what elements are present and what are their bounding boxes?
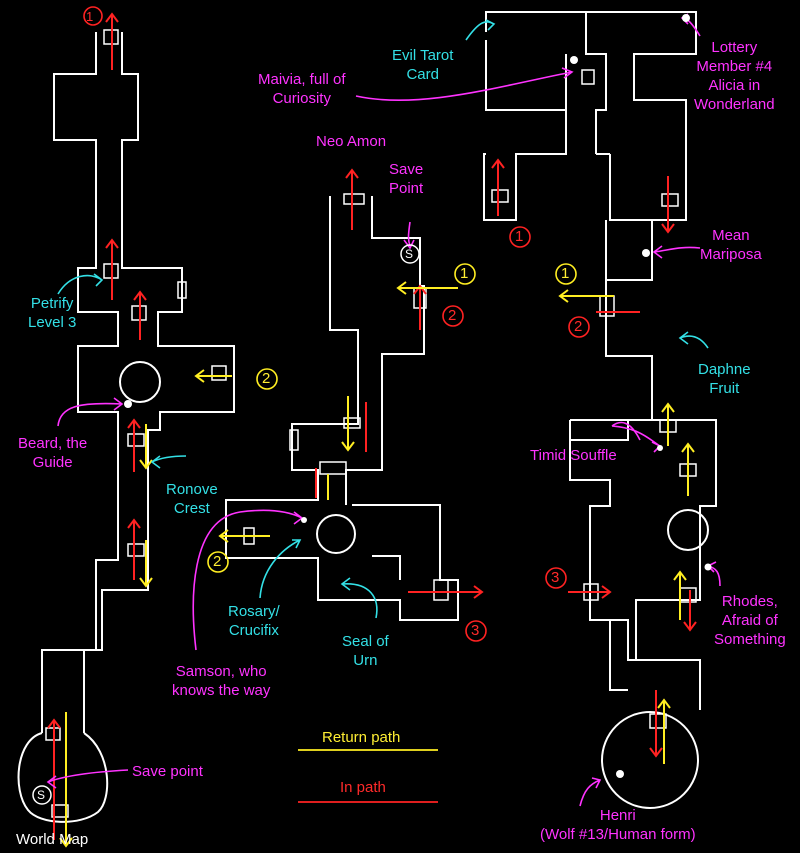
npc-markers [124,14,712,778]
right-corridor-walls [483,11,717,710]
return-path-arrows [59,281,695,848]
label-timid-souffle: Timid Souffle [530,447,617,464]
save-point-icon-bottom [32,785,52,805]
label-mean-mariposa: Mean Mariposa [700,227,762,263]
marker-3-right-in: 3 [551,569,560,586]
label-ronove-crest: Ronove Crest [166,481,218,517]
right-bottom-room [601,711,699,809]
numbered-markers [83,6,590,642]
right-round-pillar [667,509,709,551]
label-world-map: World Map [16,831,89,848]
save-marker-bottom: S [37,788,46,802]
marker-1-right-return: 1 [561,265,570,282]
middle-corridor-walls [225,196,459,621]
in-path-arrows [47,12,697,840]
save-marker-top: S [405,247,414,261]
marker-2-mid-return: 2 [213,553,222,570]
label-henri: Henri (Wolf #13/Human form) [540,807,696,843]
marker-2-right-in: 2 [574,318,583,335]
marker-2-mid-in: 2 [448,307,457,324]
marker-3-mid-in: 3 [471,622,480,639]
label-beard-guide: Beard, the Guide [18,435,88,471]
legend-return-path: Return path [322,729,401,746]
label-neo-amon: Neo Amon [316,133,387,150]
label-samson: Samson, who knows the way [172,663,271,699]
left-round-pillar [119,361,161,403]
marker-1-right-in: 1 [515,228,524,245]
marker-1-mid-return: 1 [460,265,469,282]
label-daphne-fruit: Daphne Fruit [698,361,751,397]
label-save-point-top: Save Point [389,161,424,197]
label-save-point-bottom: Save point [132,763,203,780]
label-maivia: Maivia, full of Curiosity [258,71,346,107]
label-rosary-crucifix: Rosary/ Crucifix [228,603,280,639]
save-point-icon-top [400,244,420,264]
label-seal-of-urn: Seal of Urn [342,633,389,669]
left-corridor-walls [41,32,235,733]
label-evil-tarot-card: Evil Tarot Card [392,47,454,83]
left-bottom-room [17,732,109,823]
legend-in-path: In path [340,779,386,796]
label-lottery-member: Lottery Member #4 Alicia in Wonderland [694,39,775,113]
label-petrify: Petrify Level 3 [28,295,77,331]
marker-1-left-top: 1 [86,9,94,24]
middle-round-pillar [316,514,356,554]
marker-2-left: 2 [262,370,271,387]
label-rhodes: Rhodes, Afraid of Something [714,593,786,648]
